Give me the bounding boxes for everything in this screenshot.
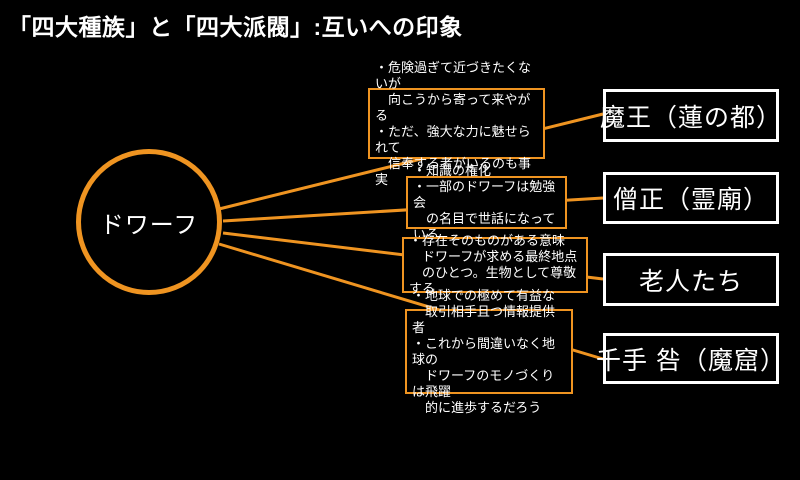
impression-text: ・知識の権化 ・一部のドワーフは勉強会 の名目で世話になっている — [413, 162, 556, 242]
faction-box-demon-lord: 魔王（蓮の都） — [600, 89, 783, 142]
slide-title: 「四大種族」と「四大派閥」:互いへの印象 — [8, 14, 463, 40]
impression-text: ・存在そのものがある意味 ドワーフが求める最終地点 のひとつ。生物として尊敬する — [409, 233, 578, 296]
impression-text: ・地球での極めて有益な 取引相手且つ情報提供者 ・これから間違いなく地球の ドワ… — [412, 287, 556, 415]
faction-label: 老人たち — [638, 267, 743, 296]
faction-label: 僧正（霊廟） — [612, 186, 769, 214]
subject-label: ドワーフ — [99, 211, 199, 239]
faction-box-senju-toga: 千手 咎（魔窟） — [596, 333, 785, 384]
subject-circle-dwarf: ドワーフ — [76, 149, 222, 295]
impression-box-senju-toga: ・地球での極めて有益な 取引相手且つ情報提供者 ・これから間違いなく地球の ドワ… — [405, 288, 573, 415]
impression-box-high-priest: ・知識の権化 ・一部のドワーフは勉強会 の名目で世話になっている — [406, 163, 567, 242]
impression-box-elders: ・存在そのものがある意味 ドワーフが求める最終地点 のひとつ。生物として尊敬する — [402, 233, 588, 296]
faction-label: 千手 咎（魔窟） — [596, 346, 786, 375]
impression-box-demon-lord: ・危険過ぎて近づきたくないが 向こうから寄って来やがる ・ただ、強大な力に魅せら… — [368, 60, 545, 187]
faction-label: 魔王（蓮の都） — [600, 103, 783, 132]
impression-text: ・危険過ぎて近づきたくないが 向こうから寄って来やがる ・ただ、強大な力に魅せら… — [375, 59, 532, 187]
faction-box-high-priest: 僧正（霊廟） — [603, 172, 779, 224]
faction-box-elders: 老人たち — [603, 253, 779, 306]
